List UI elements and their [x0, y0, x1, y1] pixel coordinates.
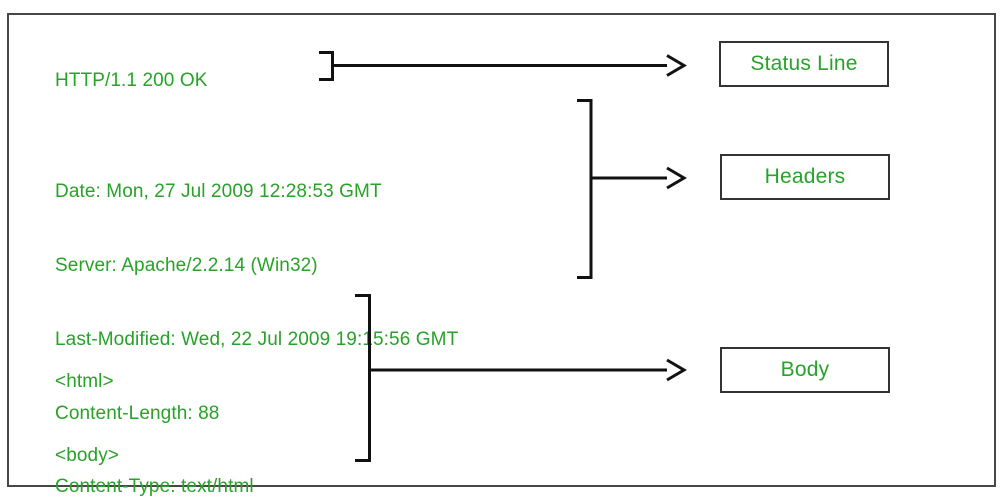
headers-label: Headers: [764, 165, 846, 188]
status-line-text: HTTP/1.1 200 OK: [55, 70, 208, 91]
header-line-date: Date: Mon, 27 Jul 2009 12:28:53 GMT: [55, 181, 382, 203]
body-line-html-open: <html>: [55, 371, 114, 393]
header-line-content-length: Content-Length: 88: [55, 402, 220, 424]
status-line-label: Status Line: [750, 52, 858, 75]
body-label: Body: [780, 358, 830, 381]
diagram-frame: HTTP/1.1 200 OK Date: Mon, 27 Jul 2009 1…: [7, 13, 996, 497]
status-line-label-box: Status Line: [719, 41, 889, 87]
header-line-last-modified: Last-Modified: Wed, 22 Jul 2009 19:15:56…: [55, 328, 459, 350]
header-line-server: Server: Apache/2.2.14 (Win32): [55, 254, 318, 276]
header-line-content-type: Content-Type: text/html: [55, 476, 254, 498]
body-text-block: <html> <body> <h1>Hello, World!</h1> </b…: [55, 321, 258, 499]
headers-text-block: Date: Mon, 27 Jul 2009 12:28:53 GMT Serv…: [55, 131, 458, 499]
headers-label-box: Headers: [720, 154, 890, 200]
body-label-box: Body: [720, 347, 890, 393]
body-line-body-open: <body>: [55, 444, 119, 466]
